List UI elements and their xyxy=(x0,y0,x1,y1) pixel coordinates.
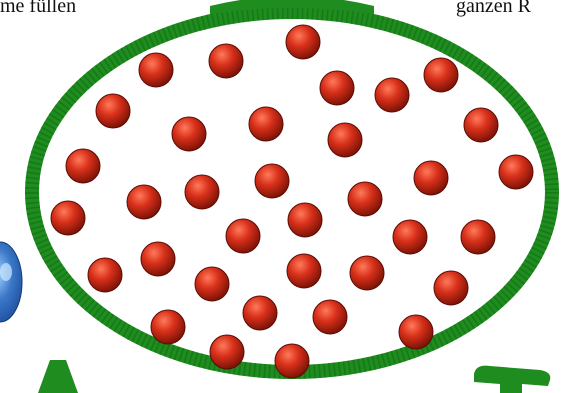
red-sphere-particle-icon xyxy=(226,219,260,253)
red-sphere-particle-icon xyxy=(127,185,161,219)
red-sphere-particle-icon xyxy=(172,117,206,151)
red-sphere-particle-icon xyxy=(399,315,433,349)
red-sphere-particle-icon xyxy=(185,175,219,209)
red-sphere-particle-icon xyxy=(464,108,498,142)
red-sphere-particle-icon xyxy=(414,161,448,195)
red-sphere-particle-icon xyxy=(424,58,458,92)
red-sphere-particle-icon xyxy=(286,25,320,59)
red-sphere-particle-icon xyxy=(434,271,468,305)
red-sphere-particle-icon xyxy=(195,267,229,301)
red-sphere-particle-icon xyxy=(288,203,322,237)
red-sphere-particle-icon xyxy=(243,296,277,330)
red-sphere-particle-icon xyxy=(287,254,321,288)
red-sphere-particle-icon xyxy=(320,71,354,105)
red-sphere-particle-icon xyxy=(249,107,283,141)
green-elliptical-ring-icon xyxy=(32,0,552,372)
red-sphere-particle-icon xyxy=(328,123,362,157)
red-sphere-particle-icon xyxy=(51,201,85,235)
red-sphere-particle-icon xyxy=(141,242,175,276)
red-sphere-particle-icon xyxy=(210,335,244,369)
red-sphere-particle-icon xyxy=(393,220,427,254)
red-sphere-particle-icon xyxy=(275,344,309,378)
red-sphere-particle-icon xyxy=(66,149,100,183)
red-sphere-particle-icon xyxy=(139,53,173,87)
red-sphere-particle-icon xyxy=(88,258,122,292)
red-sphere-particle-icon xyxy=(96,94,130,128)
red-sphere-particle-icon xyxy=(151,310,185,344)
red-sphere-particle-icon xyxy=(461,220,495,254)
red-sphere-particle-icon xyxy=(209,44,243,78)
green-t-shape-fragment-icon xyxy=(474,366,550,393)
blue-sphere-fragment-icon xyxy=(0,242,22,322)
red-sphere-particle-icon xyxy=(499,155,533,189)
red-sphere-particle-icon xyxy=(255,164,289,198)
red-sphere-particle-icon xyxy=(348,182,382,216)
red-sphere-particle-icon xyxy=(313,300,347,334)
red-sphere-particle-icon xyxy=(375,78,409,112)
red-sphere-particle-icon xyxy=(350,256,384,290)
green-arrow-fragment-icon xyxy=(38,360,78,393)
